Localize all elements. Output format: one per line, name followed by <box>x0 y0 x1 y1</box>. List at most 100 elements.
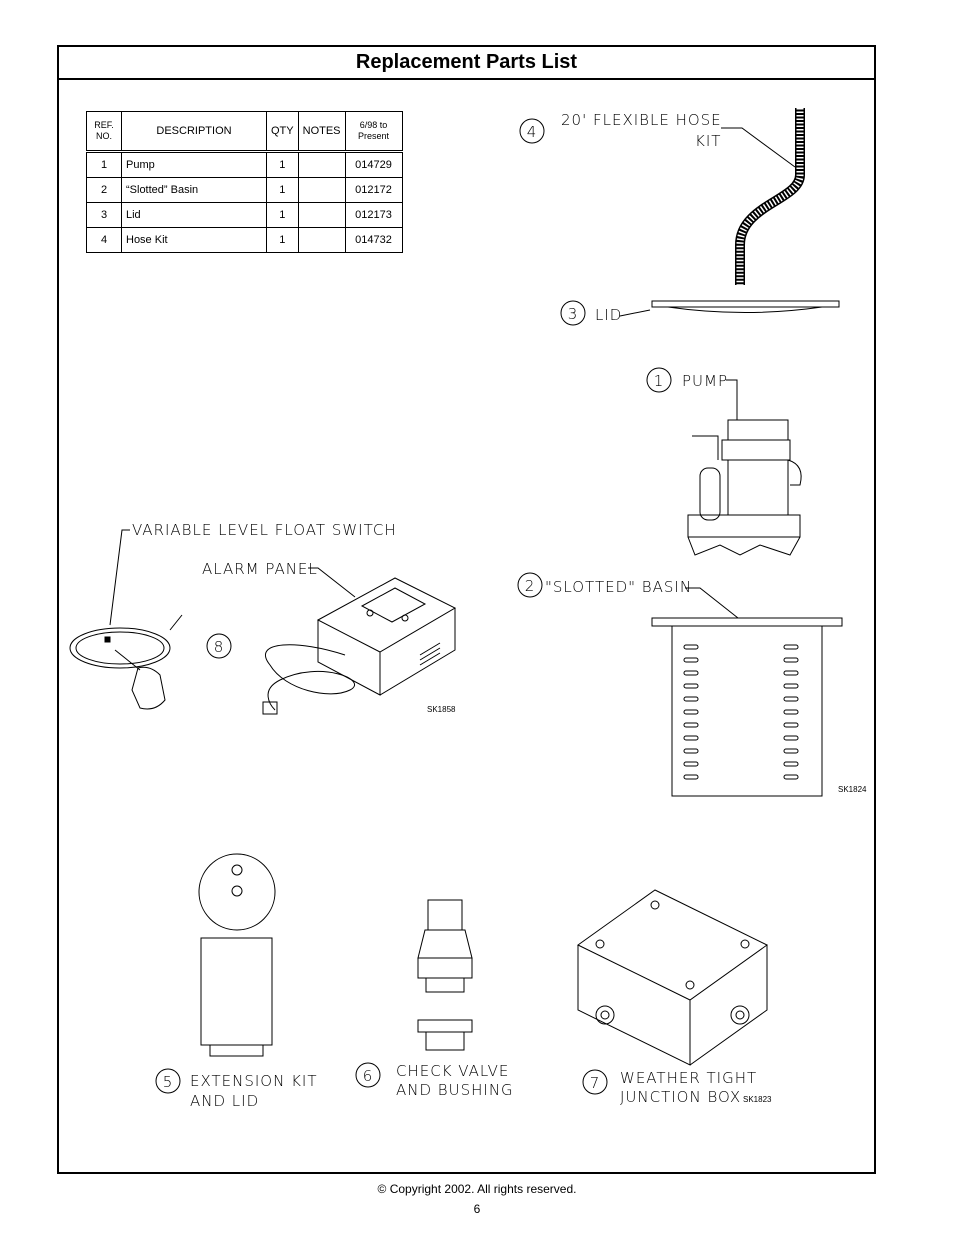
label-basin: "SLOTTED" BASIN <box>545 578 692 596</box>
jbox-connector-left <box>600 1010 610 1020</box>
callout-number-hose: 4 <box>527 123 538 141</box>
cell-part-number: 014729 <box>344 151 403 178</box>
pump-switch-housing <box>727 419 789 441</box>
leader-line <box>726 379 738 420</box>
header-ref-no: REF. NO. <box>86 111 122 153</box>
jbox-lid <box>577 889 768 1001</box>
leader-line <box>109 529 130 626</box>
pump-feet <box>687 536 801 556</box>
vent-slot <box>419 647 441 661</box>
pump-float <box>699 467 721 521</box>
vent-slot <box>419 652 441 666</box>
alarm-panel-side <box>317 620 381 696</box>
lid-underside <box>667 306 823 313</box>
label-check-valve-line2: AND BUSHING <box>396 1081 514 1099</box>
leader-line <box>308 567 356 598</box>
header-date-range: 6/98 to Present <box>344 111 403 153</box>
alarm-plug <box>262 701 278 715</box>
page-number: 6 <box>473 1202 481 1216</box>
jbox-connector-left <box>595 1005 615 1025</box>
callout-circle <box>560 300 586 326</box>
table-row: 2 “Slotted” Basin 1 012172 <box>86 177 403 203</box>
check-valve-illustration: 6 CHECK VALVE AND BUSHING <box>355 899 514 1099</box>
cell-part-number: 012172 <box>344 177 403 203</box>
callout-circle <box>646 367 672 393</box>
label-junction-box-line1: WEATHER TIGHT <box>620 1069 757 1087</box>
cell-part-number: 014732 <box>344 227 403 253</box>
table-row: 1 Pump 1 014729 <box>86 151 403 178</box>
leader-line <box>685 587 739 619</box>
cell-ref: 2 <box>86 177 122 203</box>
hose-ribs <box>736 108 804 285</box>
valve-body <box>417 929 473 959</box>
alarm-panel-faceplate <box>360 587 427 623</box>
callout-number-pump: 1 <box>654 372 665 390</box>
callout-circle <box>206 633 232 659</box>
cell-description: Pump <box>121 151 267 178</box>
alarm-button <box>401 614 409 622</box>
valve-thread-bottom <box>425 977 465 993</box>
page-title: Replacement Parts List <box>59 47 874 80</box>
basin-rim <box>651 617 843 627</box>
hose-kit-illustration: 4 20' FLEXIBLE HOSE KIT <box>519 108 805 285</box>
cell-notes <box>297 227 346 253</box>
drawing-code-basin: SK1824 <box>838 785 867 794</box>
table-row: 4 Hose Kit 1 014732 <box>86 227 403 253</box>
pump-head <box>721 439 791 461</box>
callout-circle <box>519 118 545 144</box>
hose-body <box>735 108 805 285</box>
header-notes: NOTES <box>297 111 346 153</box>
pump-illustration: 1 PUMP <box>646 367 802 556</box>
lid-illustration: 3 LID <box>560 300 840 326</box>
float-tether <box>114 649 141 671</box>
pump-cord <box>787 459 802 486</box>
jbox-screw <box>740 939 750 949</box>
extension-lid <box>198 853 276 931</box>
callout-number-check-valve: 6 <box>363 1067 374 1085</box>
label-junction-box-line2: JUNCTION BOX <box>620 1088 741 1106</box>
float-cord-coil <box>75 631 165 665</box>
jbox-screw <box>685 980 695 990</box>
jbox-screw <box>595 939 605 949</box>
extension-tube <box>200 937 273 1046</box>
leader-line <box>619 309 651 317</box>
parts-table: REF. NO. DESCRIPTION QTY NOTES 6/98 to P… <box>86 111 403 253</box>
callout-circle <box>517 572 543 598</box>
leader-line <box>721 127 796 168</box>
alarm-panel-front <box>379 608 456 696</box>
label-extension-line1: EXTENSION KIT <box>190 1072 318 1090</box>
label-lid: LID <box>595 306 622 324</box>
basin-slots <box>683 644 799 780</box>
extension-collar <box>209 1044 264 1057</box>
alarm-power-cord <box>264 644 355 711</box>
jbox-connector-right <box>730 1005 750 1025</box>
lid-hole <box>231 864 243 876</box>
label-pump: PUMP <box>682 372 728 390</box>
cell-qty: 1 <box>266 151 299 178</box>
pump-float-arm <box>692 435 719 460</box>
valve-hex <box>417 957 473 979</box>
label-extension-line2: AND LID <box>190 1092 259 1110</box>
label-alarm-panel: ALARM PANEL <box>202 560 318 578</box>
label-hose-line2: KIT <box>695 132 721 150</box>
callout-number-lid: 3 <box>568 305 579 323</box>
callout-circle <box>355 1062 381 1088</box>
callout-number-extension: 5 <box>163 1073 174 1091</box>
header-description: DESCRIPTION <box>121 111 267 153</box>
float-switch-illustration: VARIABLE LEVEL FLOAT SWITCH <box>69 521 396 710</box>
alarm-panel-illustration: ALARM PANEL 8 SK1858 <box>202 560 457 715</box>
float-body <box>131 666 166 710</box>
vent-slot <box>419 642 441 656</box>
alarm-panel-top <box>316 577 457 653</box>
callout-number-junction-box: 7 <box>590 1074 601 1092</box>
alarm-light <box>366 609 374 617</box>
cell-description: “Slotted” Basin <box>121 177 267 203</box>
jbox-side-left <box>577 945 691 1066</box>
valve-thread-top <box>427 899 463 931</box>
table-header-row: REF. NO. DESCRIPTION QTY NOTES 6/98 to P… <box>86 111 403 153</box>
callout-circle <box>155 1068 181 1094</box>
cell-qty: 1 <box>266 202 299 228</box>
pump-base <box>687 514 801 538</box>
basin-body <box>671 625 823 797</box>
bushing-hex <box>417 1019 473 1033</box>
